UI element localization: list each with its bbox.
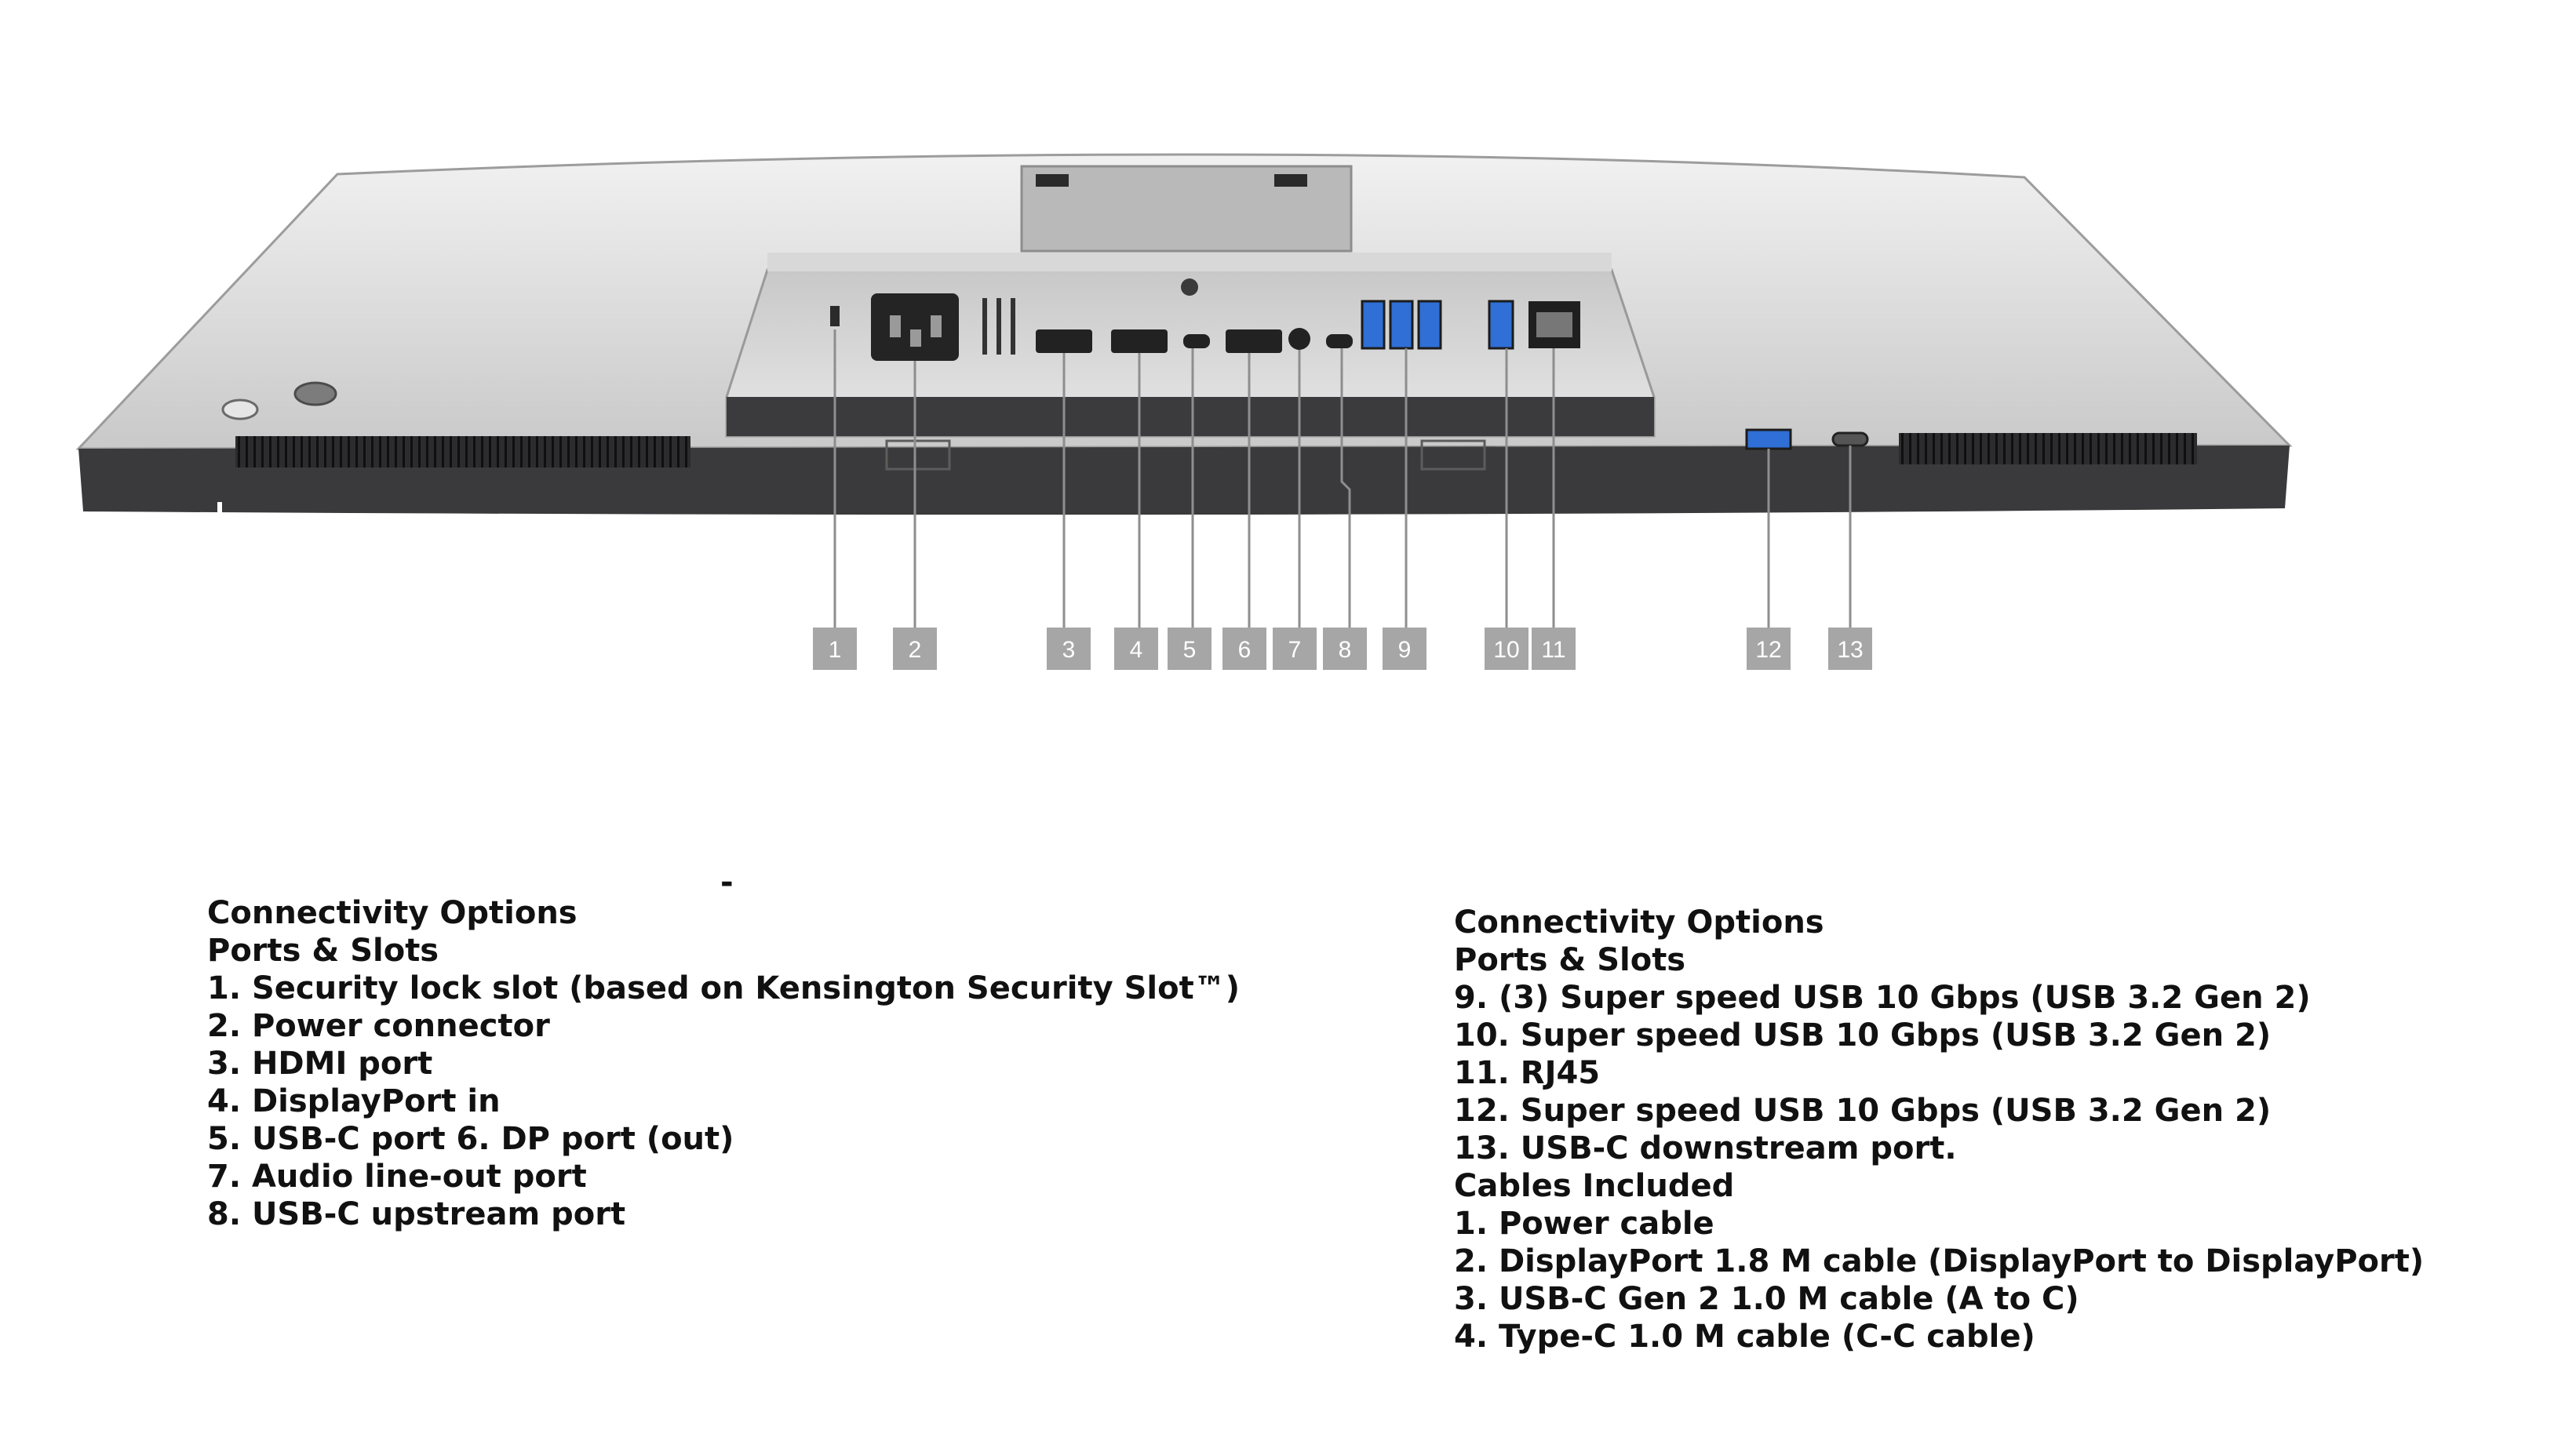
svg-text:7: 7 [1288, 637, 1302, 663]
callout-lines [833, 329, 1852, 628]
list-item: 2. DisplayPort 1.8 M cable (DisplayPort … [1454, 1243, 2425, 1279]
list-item: 13. USB-C downstream port. [1454, 1130, 1957, 1166]
callout-9: 9 [1383, 628, 1426, 670]
svg-text:2: 2 [909, 637, 922, 663]
svg-text:5: 5 [1183, 637, 1197, 663]
dp-port-in [1111, 329, 1168, 353]
list-item: 10. Super speed USB 10 Gbps (USB 3.2 Gen… [1454, 1017, 2272, 1053]
svg-text:3: 3 [1062, 637, 1076, 663]
power-connector [871, 293, 959, 361]
list-item: 8. USB-C upstream port [207, 1196, 626, 1232]
callout-13: 13 [1828, 628, 1872, 670]
svg-text:4: 4 [1130, 637, 1143, 663]
usb-a-port-10 [1488, 300, 1514, 350]
list-item: 3. USB-C Gen 2 1.0 M cable (A to C) [1454, 1281, 2079, 1317]
heading-connectivity-options: Connectivity Options [207, 895, 578, 931]
hdmi-port [1036, 329, 1092, 353]
usb-a-port-3 [1417, 300, 1442, 350]
heading-ports-slots: Ports & Slots [1454, 942, 1686, 978]
ports-row [830, 293, 1580, 361]
list-item: 5. USB-C port 6. DP port (out) [207, 1121, 734, 1157]
svg-text:8: 8 [1339, 637, 1352, 663]
callout-2: 2 [893, 628, 937, 670]
callout-7: 7 [1273, 628, 1317, 670]
list-item: 4. Type-C 1.0 M cable (C-C cable) [1454, 1319, 2035, 1355]
audio-port [1288, 328, 1310, 350]
callout-6: 6 [1222, 628, 1266, 670]
usbc-upstream-port [1326, 334, 1353, 348]
stray-dash-mark: - [720, 864, 734, 901]
svg-text:13: 13 [1837, 637, 1863, 663]
callout-4: 4 [1114, 628, 1158, 670]
callout-1: 1 [813, 628, 857, 670]
list-item: 3. HDMI port [207, 1046, 433, 1082]
callout-8: 8 [1323, 628, 1367, 670]
joystick [293, 381, 337, 406]
callout-11: 11 [1532, 628, 1576, 670]
ports-list-right: Connectivity Options Ports & Slots 9. (3… [1454, 904, 2424, 1355]
vent-right [1899, 433, 2197, 464]
usb-a-port-2 [1389, 300, 1414, 350]
ports-list-left: Connectivity Options Ports & Slots 1. Se… [207, 894, 1240, 1233]
svg-text:11: 11 [1541, 637, 1565, 663]
list-item: 1. Security lock slot (based on Kensingt… [207, 970, 1241, 1006]
list-item: 1. Power cable [1454, 1206, 1714, 1242]
heading-cables-included: Cables Included [1454, 1168, 1735, 1204]
usbc-port [1183, 334, 1210, 348]
svg-text:9: 9 [1398, 637, 1412, 663]
list-item: 11. RJ45 [1454, 1055, 1601, 1091]
svg-text:10: 10 [1493, 637, 1519, 663]
vent-left [235, 436, 690, 468]
list-item: 7. Audio line-out port [207, 1159, 587, 1195]
list-item: 4. DisplayPort in [207, 1083, 501, 1119]
usb-a-port-12 [1745, 428, 1792, 450]
callout-10: 10 [1485, 628, 1528, 670]
heading-ports-slots: Ports & Slots [207, 933, 439, 969]
heading-connectivity-options: Connectivity Options [1454, 904, 1824, 941]
list-item: 12. Super speed USB 10 Gbps (USB 3.2 Gen… [1454, 1093, 2272, 1129]
svg-text:12: 12 [1755, 637, 1781, 663]
callout-3: 3 [1047, 628, 1091, 670]
power-button [221, 398, 259, 420]
callout-12: 12 [1747, 628, 1791, 670]
callout-5: 5 [1168, 628, 1211, 670]
security-slot [830, 306, 840, 326]
svg-text:1: 1 [829, 637, 842, 663]
usbc-downstream-port [1831, 431, 1869, 447]
list-item: 2. Power connector [207, 1008, 550, 1044]
svg-text:6: 6 [1238, 637, 1252, 663]
list-item: 9. (3) Super speed USB 10 Gbps (USB 3.2 … [1454, 980, 2311, 1016]
callout-boxes: 1 2 3 4 5 6 7 8 9 10 11 12 13 [813, 628, 1872, 670]
usb-a-port-1 [1361, 300, 1386, 350]
power-led [217, 502, 222, 516]
dp-port-out [1226, 329, 1282, 353]
